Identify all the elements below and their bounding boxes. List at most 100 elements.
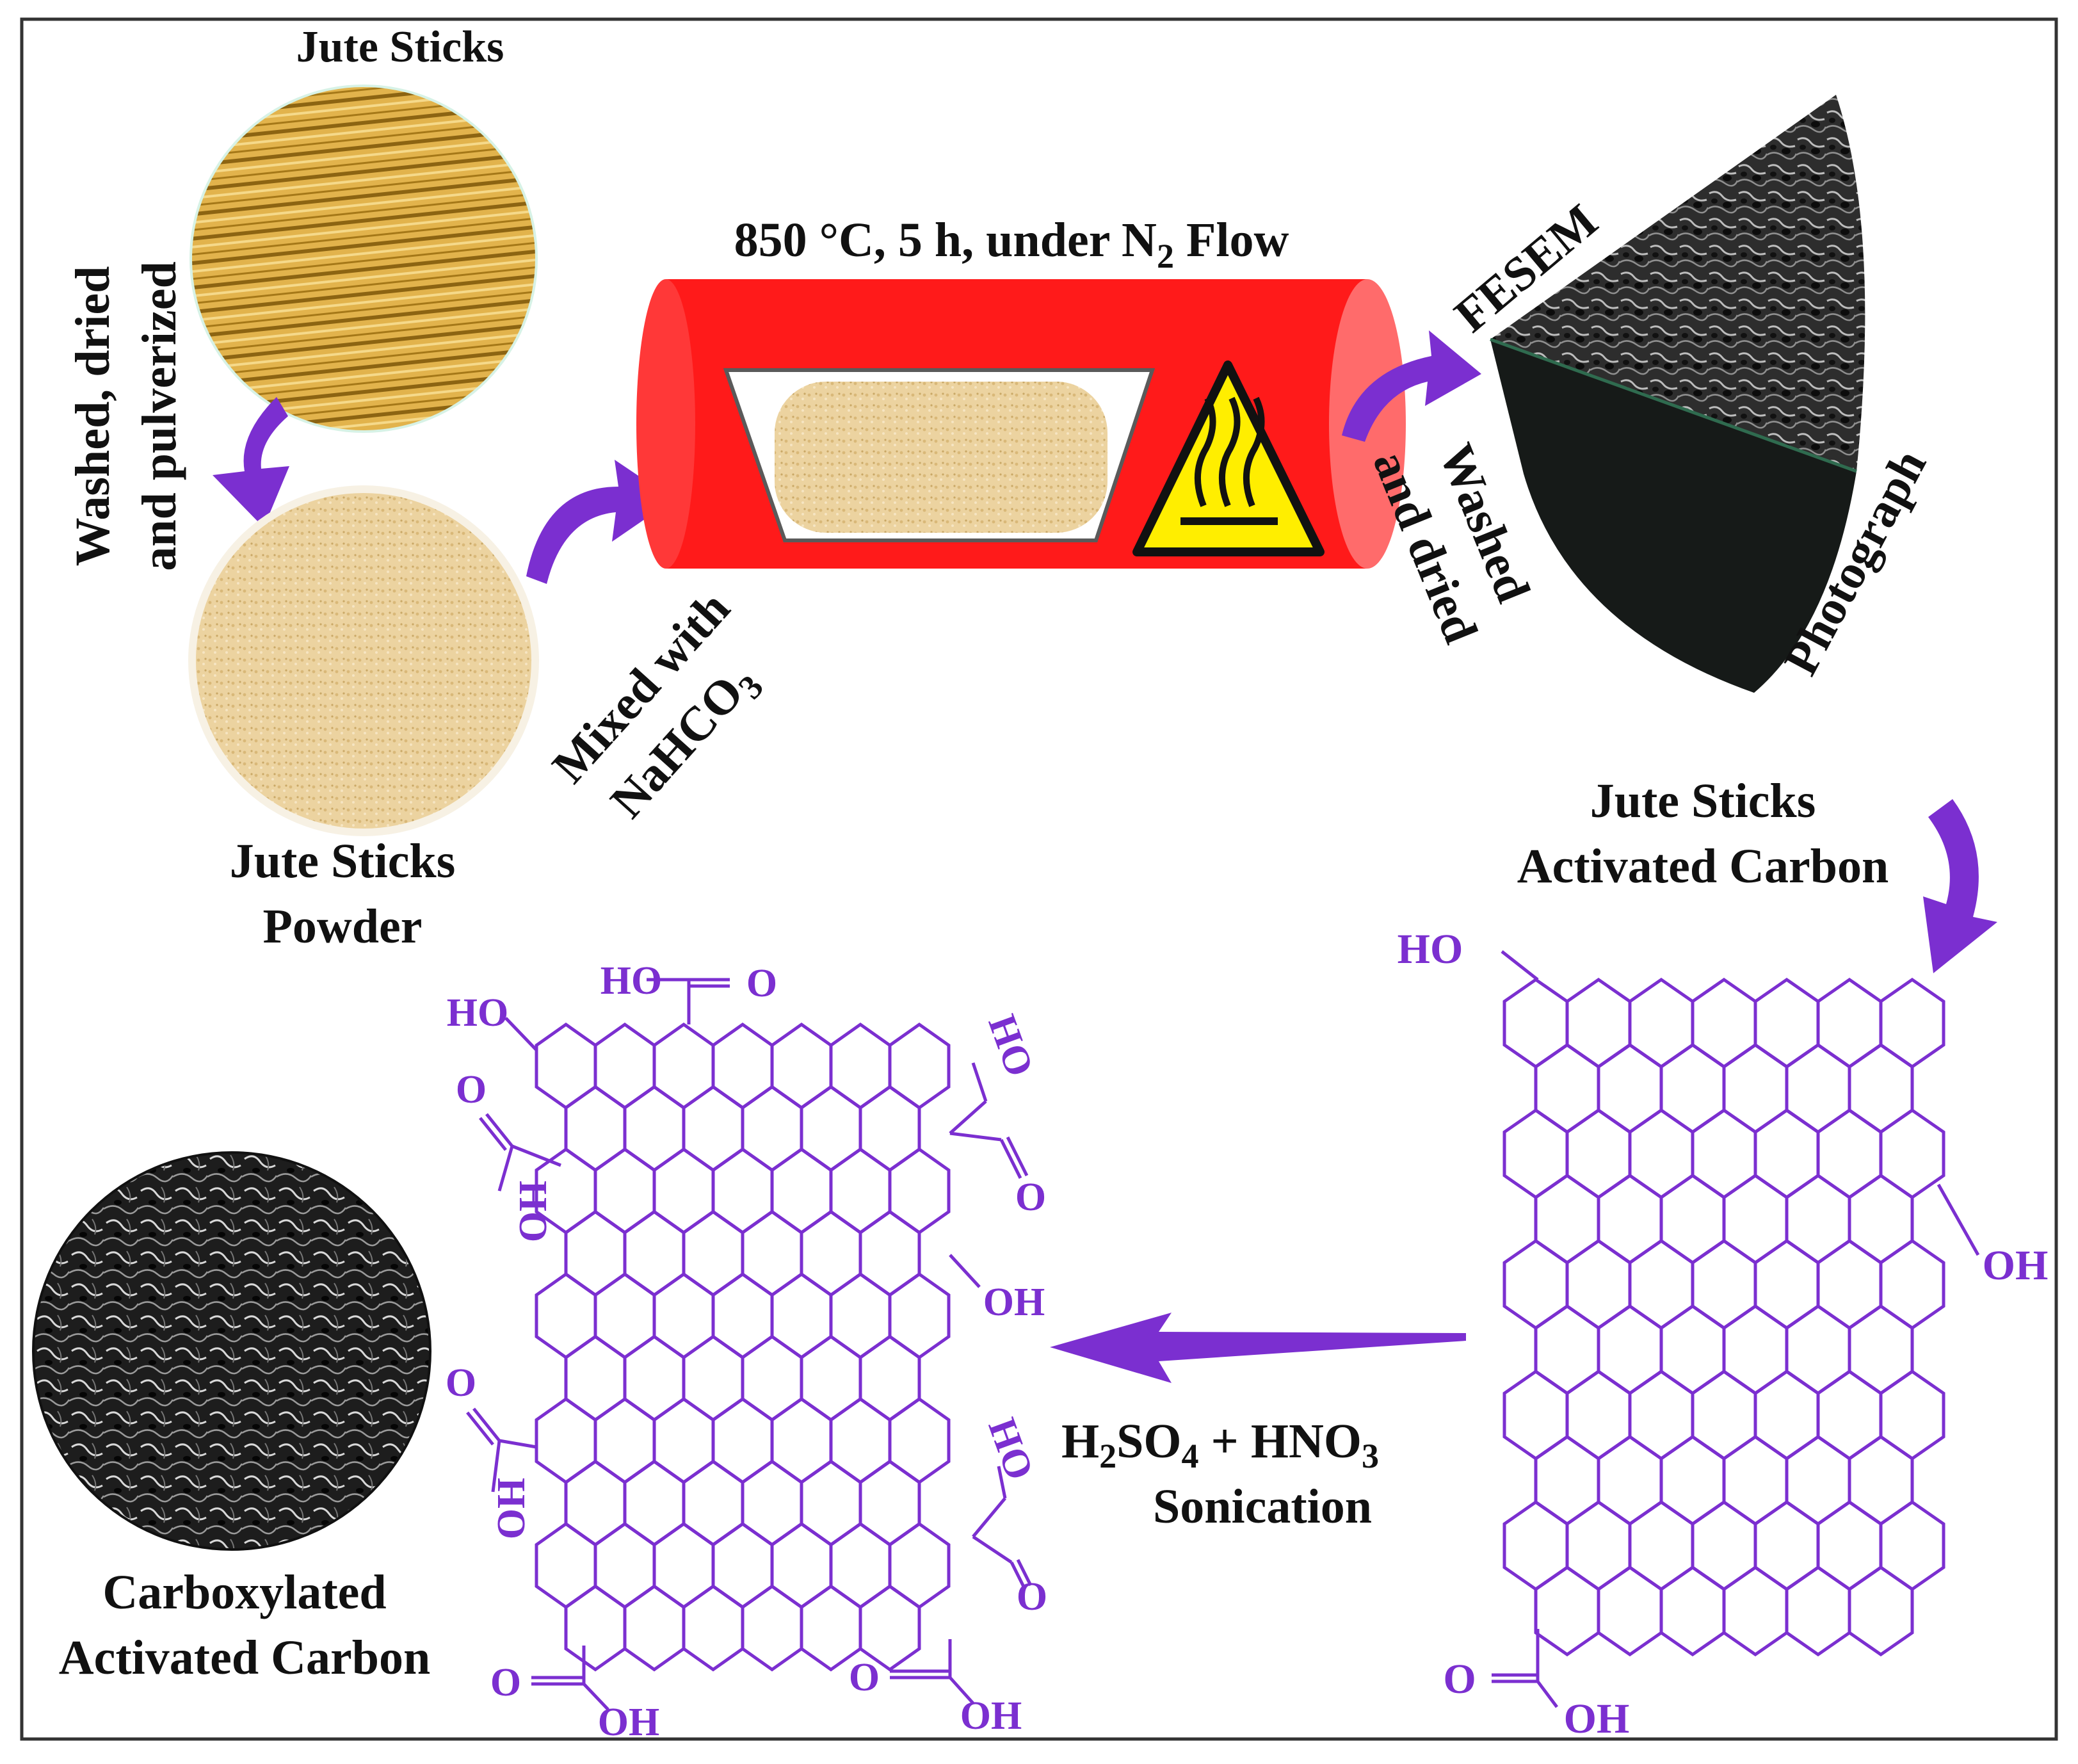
honeycomb-lattice (1504, 980, 1944, 1655)
hexagon-ring (1536, 1567, 1599, 1655)
hexagon-ring (566, 1587, 625, 1670)
hexagon-ring (1849, 1176, 1912, 1263)
hexagon-ring (713, 1399, 772, 1482)
hexagon-ring (1661, 1306, 1724, 1393)
activated-carbon-structure (1492, 951, 1978, 1707)
ho-group: HO (447, 991, 508, 1035)
hexagon-ring (743, 1087, 801, 1170)
hexagon-ring (625, 1462, 684, 1545)
hexagon-ring (1693, 980, 1755, 1067)
hexagon-ring (1881, 1502, 1944, 1589)
o-atom: O (456, 1068, 487, 1112)
hexagon-ring (654, 1149, 713, 1233)
hexagon-ring (1881, 980, 1944, 1067)
oh-group: OH (598, 1701, 659, 1744)
hexagon-ring (1567, 1241, 1630, 1328)
hexagon-ring (1787, 1045, 1849, 1132)
hexagon-ring (831, 1524, 890, 1607)
hexagon-ring (743, 1587, 801, 1670)
hexagon-ring (566, 1212, 625, 1295)
carboxylated-carbon-structure (467, 980, 1031, 1710)
hexagon-ring (536, 1399, 595, 1482)
ho-group: HO (979, 1009, 1042, 1082)
hexagon-ring (1755, 980, 1818, 1067)
hexagon-ring (1818, 1502, 1881, 1589)
hexagon-ring (743, 1212, 801, 1295)
o-atom: O (446, 1361, 476, 1405)
hexagon-ring (654, 1024, 713, 1108)
hexagon-ring (1599, 1306, 1661, 1393)
hexagon-ring (1787, 1437, 1849, 1524)
hexagon-ring (1724, 1567, 1787, 1655)
hexagon-ring (595, 1524, 654, 1607)
hexagon-ring (1693, 1110, 1755, 1197)
hexagon-ring (801, 1087, 860, 1170)
ho-group: HO (1397, 926, 1463, 973)
hexagon-ring (1536, 1176, 1599, 1263)
oh-group: OH (1564, 1695, 1630, 1742)
hexagon-ring (684, 1212, 743, 1295)
hexagon-ring (1881, 1110, 1944, 1197)
hexagon-ring (595, 1399, 654, 1482)
hexagon-ring (1755, 1241, 1818, 1328)
jute-powder-photo (188, 485, 539, 836)
hexagon-ring (1849, 1437, 1912, 1524)
hexagon-ring (625, 1337, 684, 1420)
hexagon-ring (772, 1024, 831, 1108)
hexagon-ring (1881, 1241, 1944, 1328)
hexagon-ring (566, 1087, 625, 1170)
hexagon-ring (1881, 1372, 1944, 1459)
hexagon-ring (860, 1087, 919, 1170)
hexagon-ring (772, 1274, 831, 1357)
hexagon-ring (772, 1149, 831, 1233)
hexagon-ring (1630, 980, 1693, 1067)
hexagon-ring (1599, 1045, 1661, 1132)
hexagon-ring (595, 1149, 654, 1233)
reagent-label: H2SO4 + HNO3 (1061, 1414, 1379, 1475)
hexagon-ring (654, 1274, 713, 1357)
hexagon-ring (713, 1149, 772, 1233)
carboxylated-title-1: Carboxylated (102, 1566, 386, 1619)
hexagon-ring (1630, 1502, 1693, 1589)
hexagon-ring (743, 1462, 801, 1545)
ho-group: HO (511, 1181, 554, 1242)
hexagon-ring (684, 1587, 743, 1670)
hexagon-ring (536, 1524, 595, 1607)
ho-group: HO (600, 959, 662, 1003)
o-atom: O (490, 1661, 521, 1704)
hexagon-ring (1599, 1567, 1661, 1655)
hexagon-ring (566, 1462, 625, 1545)
hexagon-ring (1661, 1176, 1724, 1263)
hexagon-ring (890, 1274, 949, 1357)
hexagon-ring (1818, 1110, 1881, 1197)
tube-furnace (636, 279, 1406, 569)
hexagon-ring (713, 1274, 772, 1357)
hexagon-ring (536, 1024, 595, 1108)
powder-title-1: Jute Sticks (230, 834, 456, 888)
ho-group: HO (489, 1478, 533, 1539)
hexagon-ring (890, 1024, 949, 1108)
hexagon-ring (595, 1024, 654, 1108)
hexagon-ring (684, 1462, 743, 1545)
hexagon-ring (1567, 980, 1630, 1067)
hexagon-ring (713, 1024, 772, 1108)
hexagon-ring (1661, 1045, 1724, 1132)
hexagon-ring (1755, 1372, 1818, 1459)
hexagon-ring (1661, 1437, 1724, 1524)
pulverized-label: and pulverized (133, 261, 186, 571)
hexagon-ring (1536, 1045, 1599, 1132)
hexagon-ring (1504, 1241, 1567, 1328)
hexagon-ring (1693, 1241, 1755, 1328)
hexagon-ring (654, 1399, 713, 1482)
hexagon-ring (1818, 980, 1881, 1067)
hexagon-ring (860, 1337, 919, 1420)
hexagon-ring (1849, 1567, 1912, 1655)
hexagon-ring (1536, 1306, 1599, 1393)
hexagon-ring (1755, 1110, 1818, 1197)
hexagon-ring (772, 1524, 831, 1607)
hexagon-ring (1755, 1502, 1818, 1589)
hexagon-ring (1724, 1437, 1787, 1524)
hexagon-ring (1504, 1110, 1567, 1197)
powder-title-2: Powder (262, 900, 422, 953)
curved-arrow-icon (1923, 799, 1997, 973)
